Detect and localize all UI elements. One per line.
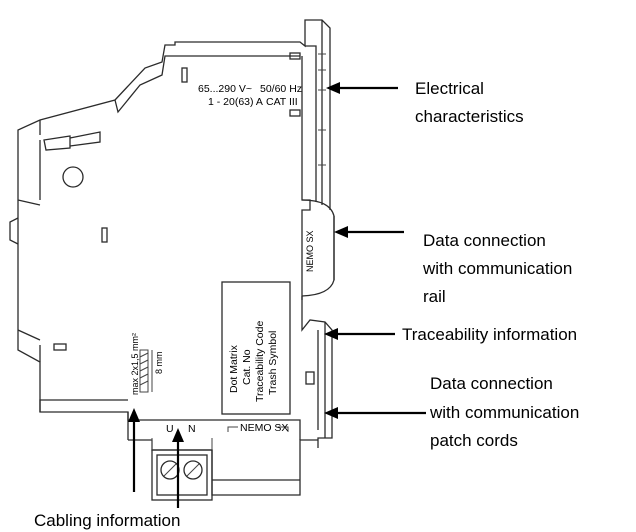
callout-electrical-line-2: characteristics [415, 107, 524, 126]
arrow-traceability [324, 328, 395, 340]
bottom-label: NEMO SX [240, 422, 288, 434]
device-outline [9, 19, 335, 501]
callout-data-rail-line-3: rail [423, 287, 446, 306]
callout-data-patch: Data connection with communication patch… [429, 374, 579, 450]
callout-data-patch-line-2: with communication [429, 403, 579, 422]
arrow-electrical [326, 82, 398, 94]
rating-line2-left: 1 - 20(63) A [208, 96, 263, 108]
callout-electrical: Electrical characteristics [415, 79, 524, 126]
terminal-n: N [188, 423, 196, 435]
strip-gauge [139, 349, 153, 393]
terminal-u: U [166, 423, 174, 435]
strip-length: 8 mm [154, 352, 164, 375]
callout-data-patch-line-3: patch cords [430, 431, 518, 450]
callout-traceability: Traceability information [402, 325, 577, 344]
label-line-3: Traceability Code [254, 321, 266, 402]
rating-text: 65...290 V~ 50/60 Hz 1 - 20(63) A CAT II… [198, 83, 302, 108]
rating-line2-right: CAT III [266, 96, 298, 108]
label-line-4: Trash Symbol [267, 331, 279, 395]
rating-line1-left: 65...290 V~ [198, 83, 252, 95]
arrow-cabling-2 [172, 428, 184, 508]
callout-data-rail: Data connection with communication rail [422, 231, 572, 306]
callout-data-rail-line-2: with communication [422, 259, 572, 278]
callout-traceability-line-1: Traceability information [402, 325, 577, 344]
side-label: NEMO SX [305, 230, 315, 272]
arrow-data-patch [324, 407, 426, 419]
callout-cabling-line-1: Cabling information [34, 511, 180, 530]
callout-cabling: Cabling information [34, 511, 180, 530]
label-box [221, 281, 291, 415]
rating-line1-right: 50/60 Hz [260, 83, 302, 95]
label-line-1: Dot Matrix [228, 344, 240, 393]
arrow-cabling-1 [128, 408, 140, 492]
callout-data-rail-line-1: Data connection [423, 231, 546, 250]
max-section: max 2x1,5 mm² [130, 333, 140, 395]
arrow-data-rail [334, 226, 404, 238]
bottom-label-bracket: NEMO SX [227, 422, 289, 434]
label-line-2: Cat. No [241, 349, 253, 385]
callout-data-patch-line-1: Data connection [430, 374, 553, 393]
callout-electrical-line-1: Electrical [415, 79, 484, 98]
label-box-text: Dot Matrix Cat. No Traceability Code Tra… [228, 321, 279, 402]
